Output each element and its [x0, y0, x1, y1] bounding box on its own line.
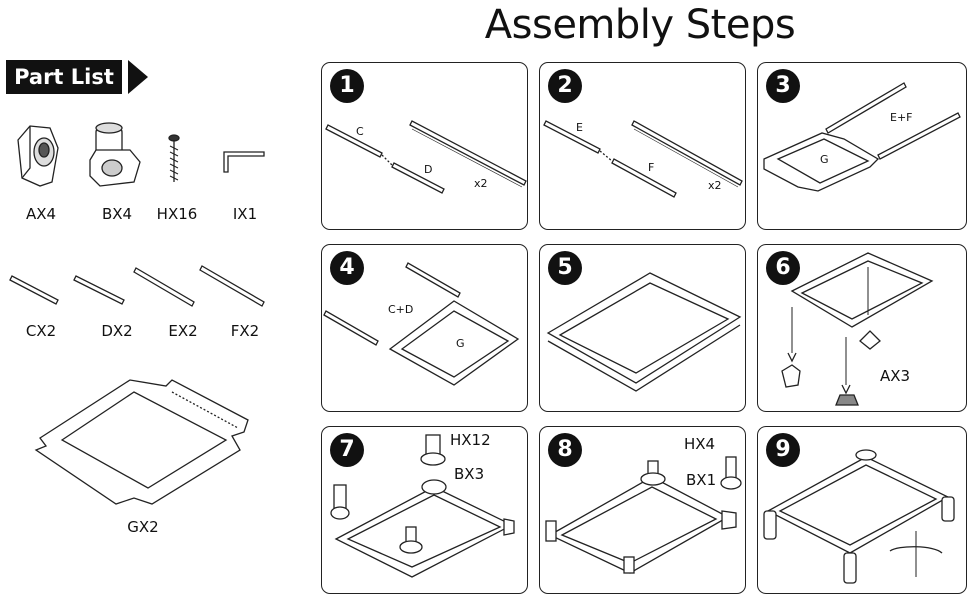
part-list-banner: Part List — [6, 60, 148, 94]
part-label-gx2: GX2 — [127, 518, 159, 536]
step1-label-c: C — [356, 125, 364, 138]
step-number-1: 1 — [330, 69, 364, 103]
step-number-3: 3 — [766, 69, 800, 103]
part-label-dx2: DX2 — [101, 322, 133, 340]
step-panel-5: 5 — [539, 244, 746, 412]
part-label-cx2: CX2 — [25, 322, 57, 340]
step2-label-f: F — [648, 161, 655, 174]
step3-label-ef: E+F — [890, 111, 913, 124]
step4-label-cd: C+D — [388, 303, 414, 316]
step8-label-hx4: HX4 — [684, 435, 716, 453]
arrow-right-icon — [128, 60, 148, 94]
rail-c-icon — [9, 275, 59, 305]
part-label-ax4: AX4 — [25, 205, 57, 223]
step-number-9: 9 — [766, 433, 800, 467]
part-label-ex2: EX2 — [168, 322, 198, 340]
step-number-4: 4 — [330, 251, 364, 285]
step2-label-e: E — [576, 121, 583, 134]
step-number-6: 6 — [766, 251, 800, 285]
hex-key-icon — [223, 151, 265, 173]
step-panel-3: 3 E+F G — [757, 62, 967, 230]
step2-label-qty: x2 — [708, 179, 722, 192]
rail-f-icon — [199, 265, 265, 307]
part-label-hx16: HX16 — [156, 205, 198, 223]
step-panel-9: 9 — [757, 426, 967, 594]
step-panel-6: 6 AX3 — [757, 244, 967, 412]
step7-label-bx3: BX3 — [454, 465, 485, 483]
step8-label-bx1: BX1 — [686, 471, 717, 489]
step-panel-2: 2 E F x2 — [539, 62, 746, 230]
part-label-fx2: FX2 — [230, 322, 260, 340]
step-number-8: 8 — [548, 433, 582, 467]
step3-label-g: G — [820, 153, 829, 166]
step-number-2: 2 — [548, 69, 582, 103]
step6-label-ax3: AX3 — [880, 367, 911, 385]
rail-e-icon — [133, 267, 195, 307]
leg-socket-icon — [89, 122, 141, 187]
step4-label-g: G — [456, 337, 465, 350]
step1-label-d: D — [424, 163, 433, 176]
rail-d-icon — [73, 275, 125, 305]
step-panel-1: 1 C D x2 — [321, 62, 528, 230]
page-title: Assembly Steps — [484, 2, 796, 48]
screw-icon — [168, 134, 180, 182]
step-number-5: 5 — [548, 251, 582, 285]
step1-label-qty: x2 — [474, 177, 488, 190]
step7-label-hx12: HX12 — [450, 431, 491, 449]
step-number-7: 7 — [330, 433, 364, 467]
step-panel-7: 7 HX12 BX3 — [321, 426, 528, 594]
part-label-ix1: IX1 — [232, 205, 258, 223]
corner-cap-icon — [17, 125, 59, 187]
step-panel-4: 4 C+D G — [321, 244, 528, 412]
fabric-bed-icon — [34, 379, 249, 505]
part-list-heading: Part List — [14, 65, 114, 89]
step-panel-8: 8 HX4 BX1 — [539, 426, 746, 594]
part-label-bx4: BX4 — [101, 205, 133, 223]
